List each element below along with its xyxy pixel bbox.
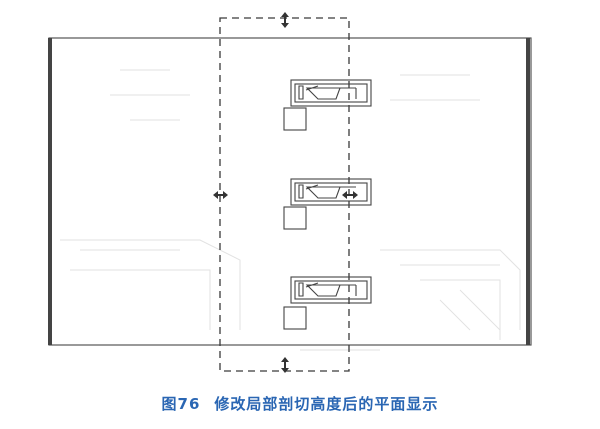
bottom-resize-handle[interactable] — [281, 357, 289, 373]
wall-panel — [48, 37, 532, 346]
right-wall-edge — [526, 38, 530, 345]
fixture-2[interactable] — [283, 178, 372, 230]
left-resize-handle[interactable] — [213, 191, 228, 199]
figure-title: 修改局部剖切高度后的平面显示 — [214, 395, 439, 413]
fixture-3-box — [283, 306, 307, 330]
fixture-1[interactable] — [283, 79, 372, 131]
fixture-3[interactable] — [283, 276, 372, 330]
fixture-1-box — [283, 107, 307, 131]
right-resize-handle[interactable] — [342, 191, 358, 199]
figure-number: 图76 — [161, 395, 201, 413]
left-wall-edge — [48, 38, 52, 345]
fixture-2-box — [283, 206, 307, 230]
background-ghost-lines — [60, 69, 521, 351]
figure-caption: 图76 修改局部剖切高度后的平面显示 — [0, 393, 600, 414]
top-resize-handle[interactable] — [281, 12, 289, 28]
